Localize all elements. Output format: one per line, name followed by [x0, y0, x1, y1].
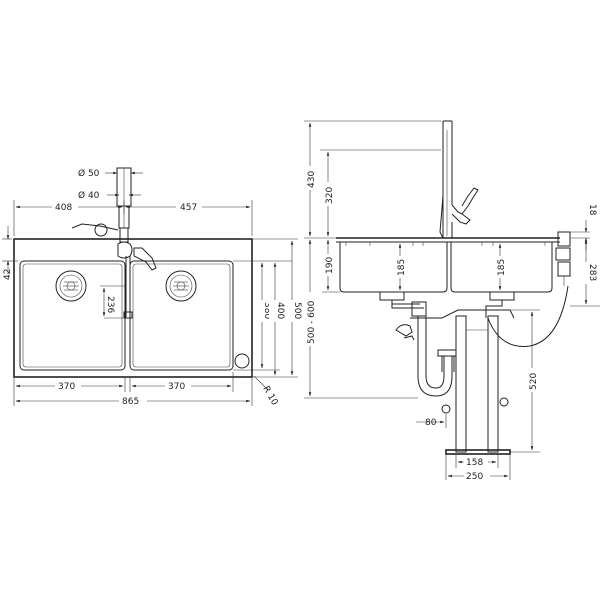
support-column: [445, 315, 511, 455]
left-bowl: [19, 260, 126, 371]
dim-overflow-top: 18: [587, 204, 597, 216]
dim-faucet-inner: Ø 40: [78, 190, 100, 201]
faucet-side-view: [439, 120, 479, 239]
left-drain: [55, 270, 87, 302]
right-bowl: [129, 260, 234, 371]
side-view: 430 320 500 - 600 190 185 185 18 283: [304, 120, 600, 482]
left-bowl-section: [339, 242, 448, 293]
dim-bowl-width-left: 370: [58, 382, 75, 392]
top-view: Ø 50 Ø 40 408 457 42 236 370: [2, 167, 302, 408]
overflow-fitting: [555, 231, 571, 286]
dim-bowl-inner-right: 185: [497, 259, 507, 276]
dim-bowl-height: 190: [325, 257, 335, 274]
dim-faucet-height: 430: [307, 171, 317, 188]
dim-spout-height: 320: [325, 187, 335, 204]
dim-total-width: 865: [122, 397, 139, 407]
dim-base-inner: 158: [466, 458, 483, 468]
dim-counter-range: 500 - 600: [307, 300, 317, 344]
dim-trap-offset: 80: [425, 418, 437, 428]
overflow-knob: [234, 353, 250, 369]
dim-overflow-height: 283: [587, 264, 597, 281]
hose: [487, 285, 569, 347]
dim-faucet-outer: Ø 50: [78, 168, 100, 179]
dim-corner-radius: R 10: [260, 385, 279, 408]
dim-trap-height: 520: [529, 373, 539, 390]
dim-drain-offset: 236: [105, 296, 115, 313]
dim-inner-depth: 400: [275, 302, 285, 319]
dim-base-outer: 250: [466, 472, 483, 482]
dim-rim: 42: [3, 269, 13, 280]
dim-bowl-depth: 380: [262, 302, 272, 319]
sink-outline: [13, 238, 253, 378]
dim-faucet-to-right: 457: [180, 203, 197, 213]
dim-left-to-faucet: 408: [55, 203, 72, 213]
dim-total-depth: 500: [292, 302, 302, 319]
right-drain: [165, 270, 197, 302]
dim-bowl-width-right: 370: [168, 382, 185, 392]
dim-bowl-inner-left: 185: [397, 259, 407, 276]
drain-plumbing: [379, 291, 515, 397]
